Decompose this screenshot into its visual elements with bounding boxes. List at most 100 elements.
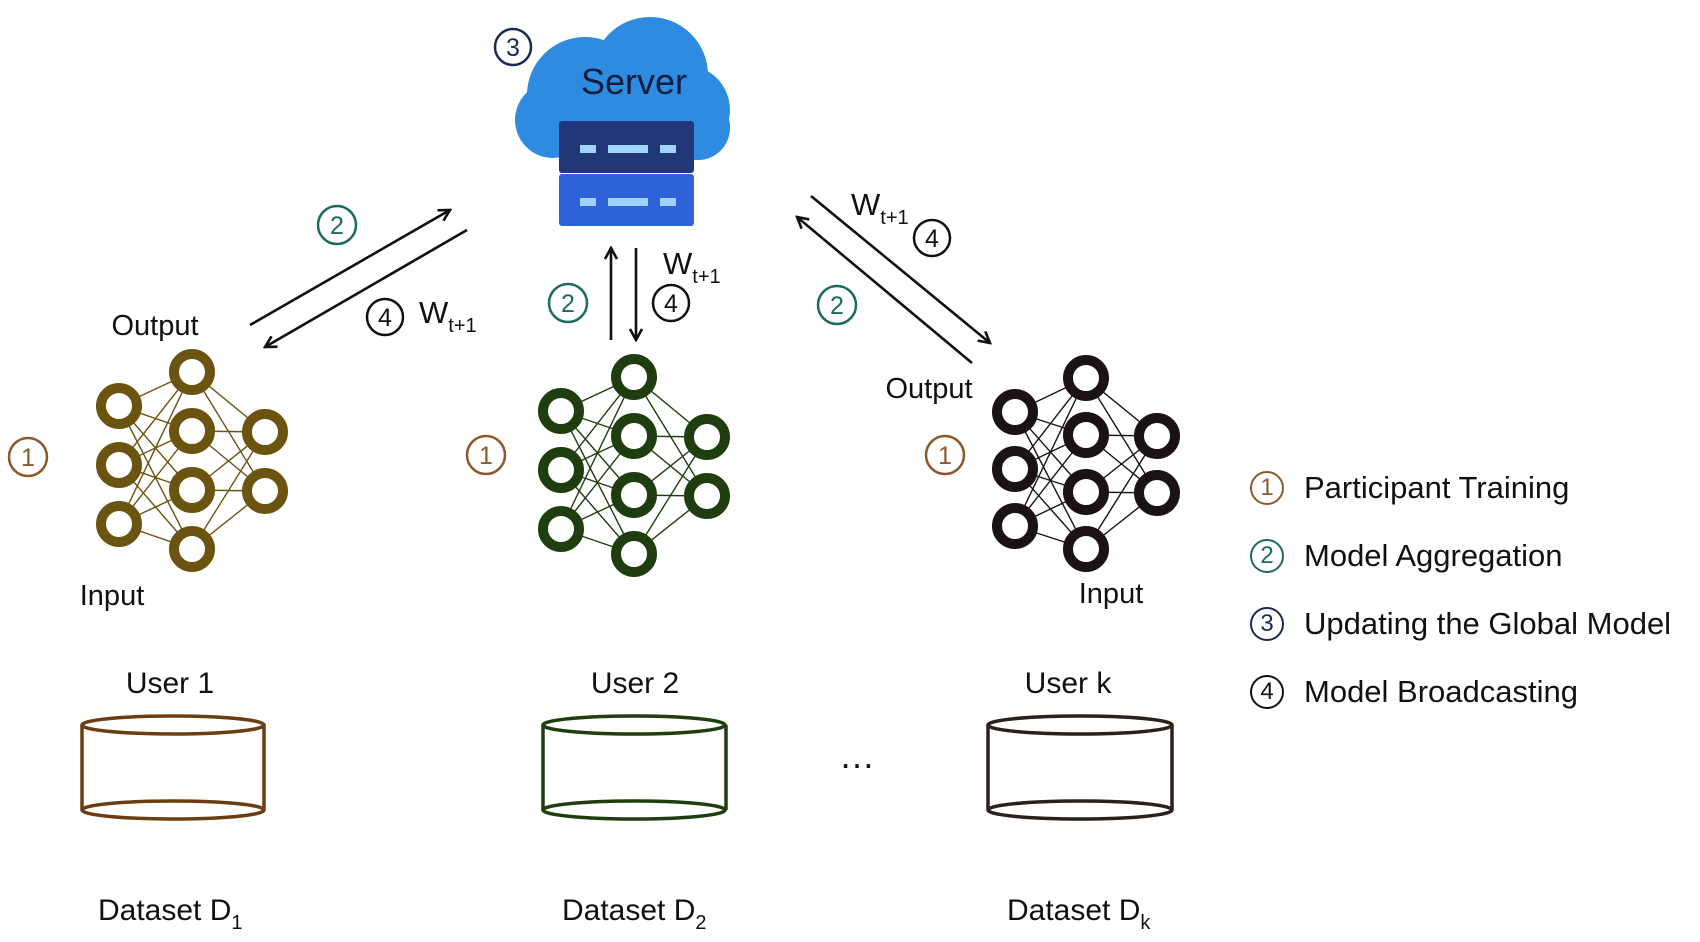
right-weight-label: Wt+1: [851, 187, 909, 229]
user-k-training-step: 1: [938, 442, 952, 470]
legend-item-participant-training: 1 Participant Training: [1250, 470, 1671, 506]
center-weight-sub: t+1: [692, 266, 720, 288]
user-k-group: Output 1 Input User k Dataset Dk: [885, 355, 1180, 934]
legend-item-model-broadcasting: 4 Model Broadcasting: [1250, 674, 1671, 710]
right-weight-sub: t+1: [880, 207, 908, 229]
left-aggregation-step: 2: [330, 212, 344, 240]
nn-node: [1063, 526, 1109, 572]
right-aggregation-arrow: [797, 217, 973, 364]
nn-node: [169, 408, 215, 454]
user-1-training-step: 1: [21, 444, 35, 472]
user-1-output-label: Output: [111, 310, 198, 342]
nn-node: [992, 446, 1038, 492]
user-1-dataset-sub: 1: [231, 912, 242, 934]
user-k-output-label: Output: [885, 373, 972, 405]
nn-node: [611, 413, 657, 459]
user-1-input-label: Input: [80, 580, 145, 612]
nn-node: [96, 442, 142, 488]
user-k-dataset-label: Dataset Dk: [1007, 894, 1151, 934]
nn-node: [1134, 470, 1180, 516]
center-aggregation-badge: [547, 282, 589, 324]
left-arrow-group: 2 4 Wt+1: [249, 204, 477, 347]
user-k-input-label: Input: [1079, 578, 1144, 610]
user-1-database-icon: [80, 714, 266, 821]
legend-label: Updating the Global Model: [1304, 606, 1672, 641]
server-label: Server: [581, 61, 687, 102]
center-weight-base: W: [663, 246, 693, 281]
nn-node: [169, 467, 215, 513]
user-1-neural-network-icon: [96, 349, 288, 572]
user-1-training-badge: [7, 436, 49, 478]
user-k-dataset-sub: k: [1140, 912, 1151, 934]
user-2-dataset-sub: 2: [695, 912, 706, 934]
legend-item-model-aggregation: 2 Model Aggregation: [1250, 538, 1671, 574]
user-1-dataset-label: Dataset D1: [98, 894, 243, 934]
nn-connection: [1014, 377, 1087, 527]
server-step-number: 3: [506, 34, 520, 62]
user-1-group: Output 1 Input User 1 Dataset D1: [7, 310, 288, 934]
left-broadcast-arrow: [265, 228, 468, 347]
user-2-training-badge: [465, 434, 507, 476]
nn-connection: [118, 371, 193, 525]
right-arrow-group: Wt+1 4 2: [797, 187, 990, 364]
user-k-dataset-name: Dataset D: [1007, 894, 1140, 927]
left-broadcast-step: 4: [378, 304, 392, 332]
nn-node: [169, 526, 215, 572]
nn-node: [684, 473, 730, 519]
right-broadcast-step: 4: [925, 225, 939, 253]
ellipsis: …: [839, 735, 875, 776]
user-2-label: User 2: [591, 667, 679, 700]
center-weight-label: Wt+1: [663, 246, 721, 288]
nn-node: [242, 468, 288, 514]
user-2-group: 1 User 2 Dataset D2: [465, 354, 730, 934]
nn-node: [1063, 355, 1109, 401]
nn-node: [992, 389, 1038, 435]
server-cloud: 3 Server: [493, 17, 730, 226]
left-weight-base: W: [419, 295, 449, 330]
legend-label: Model Aggregation: [1304, 538, 1563, 573]
nn-node: [1063, 469, 1109, 515]
left-weight-label: Wt+1: [419, 295, 477, 337]
center-arrow-group: 2 4 Wt+1: [547, 246, 721, 340]
legend-label: Participant Training: [1304, 470, 1570, 505]
center-aggregation-step: 2: [561, 290, 575, 318]
left-broadcast-badge: [365, 297, 405, 337]
user-2-dataset-name: Dataset D: [562, 894, 695, 927]
circled-four-icon: 4: [1250, 675, 1284, 709]
user-k-label: User k: [1025, 667, 1113, 700]
server-step-badge: [493, 27, 533, 67]
user-1-dataset-name: Dataset D: [98, 894, 231, 927]
left-aggregation-badge: [316, 204, 358, 246]
nn-node: [611, 531, 657, 577]
nn-node: [242, 409, 288, 455]
legend-item-updating-global-model: 3 Updating the Global Model: [1250, 606, 1671, 642]
nn-node: [611, 354, 657, 400]
center-broadcast-step: 4: [664, 290, 678, 318]
right-aggregation-badge: [816, 284, 858, 326]
server-rack-icon: [559, 121, 694, 226]
user-2-dataset-label: Dataset D2: [562, 894, 707, 934]
nn-node: [538, 506, 584, 552]
right-broadcast-badge: [912, 218, 952, 258]
nn-node: [538, 447, 584, 493]
circled-three-icon: 3: [1250, 607, 1284, 641]
nn-node: [96, 501, 142, 547]
nn-node: [96, 383, 142, 429]
legend: 1 Participant Training 2 Model Aggregati…: [1250, 470, 1671, 742]
user-2-training-step: 1: [479, 442, 493, 470]
right-weight-base: W: [851, 187, 881, 222]
nn-connection: [560, 376, 635, 530]
user-2-neural-network-icon: [538, 354, 730, 577]
nn-node: [684, 414, 730, 460]
right-broadcast-arrow: [810, 194, 990, 343]
user-1-label: User 1: [126, 667, 214, 700]
nn-node: [1134, 413, 1180, 459]
legend-label: Model Broadcasting: [1304, 674, 1578, 709]
nn-node: [538, 388, 584, 434]
user-2-database-icon: [541, 714, 728, 821]
user-k-training-badge: [924, 434, 966, 476]
nn-node: [169, 349, 215, 395]
left-aggregation-arrow: [249, 210, 450, 327]
